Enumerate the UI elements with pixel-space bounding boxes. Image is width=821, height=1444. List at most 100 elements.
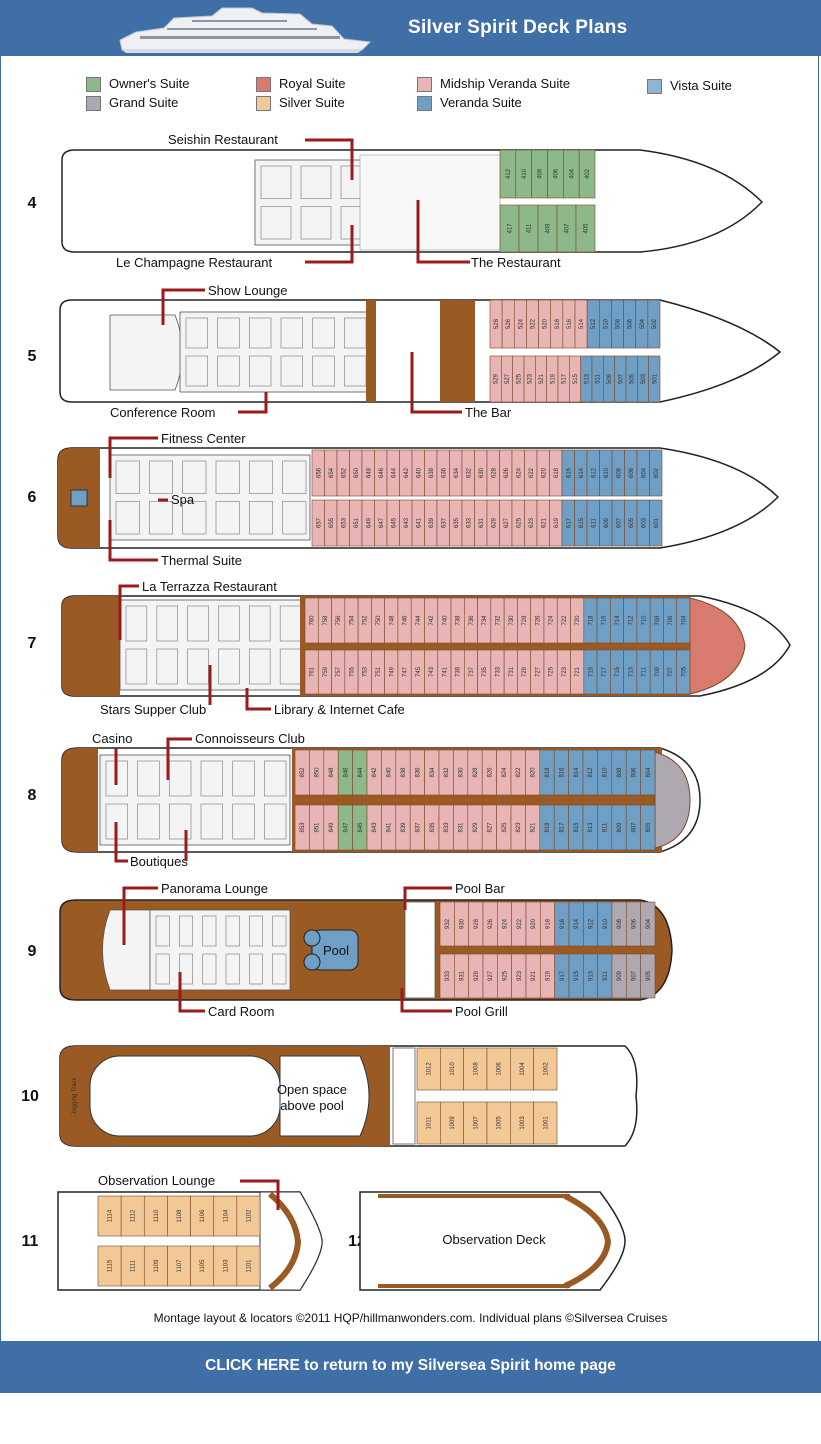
cabin-number: 918	[546, 918, 552, 929]
cabin-number: 521	[539, 373, 545, 384]
pool-label: Pool	[323, 943, 349, 958]
legend-swatch	[86, 96, 101, 111]
cabin-number: 729	[522, 666, 528, 677]
cabin-number: 1011	[427, 1116, 433, 1130]
legend-swatch	[86, 77, 101, 92]
cabin-number: 407	[565, 223, 571, 234]
legend-label: Veranda Suite	[440, 95, 522, 110]
cabin-number: 639	[429, 517, 435, 528]
cabin-number: 810	[603, 767, 609, 778]
cabin-number: 816	[559, 767, 565, 778]
cabin-number: 741	[442, 666, 448, 677]
seishin-leader	[305, 138, 354, 180]
cabin-number: 909	[617, 970, 623, 981]
cabin-number: 749	[389, 666, 395, 677]
legend-label: Royal Suite	[279, 76, 346, 91]
location-the-restaurant: The Restaurant	[471, 255, 561, 270]
cabin-number: 404	[569, 168, 575, 179]
cabin-number: 1101	[246, 1259, 252, 1273]
cabin-number: 706	[668, 615, 674, 626]
location-pool-bar: Pool Bar	[455, 881, 506, 896]
cabin-number: 922	[517, 918, 523, 929]
pool-grill-leader	[400, 988, 452, 1013]
the-bar-leader	[410, 352, 462, 414]
cabin-number: 1108	[177, 1209, 183, 1223]
cabin-number: 1109	[154, 1259, 160, 1273]
cabin-number: 809	[617, 822, 623, 833]
cabin-number: 819	[545, 822, 551, 833]
cabin-number: 846	[343, 767, 349, 778]
cabin-number: 1008	[473, 1062, 479, 1076]
cabin-number: 655	[329, 517, 335, 528]
home-page-link[interactable]: CLICK HERE to return to my Silversea Spi…	[205, 1357, 616, 1374]
cabin-number: 758	[323, 615, 329, 626]
cabin-number: 527	[505, 373, 511, 384]
cabin-number: 920	[531, 918, 537, 929]
deck6-pool-icon	[70, 489, 88, 507]
cabin	[649, 499, 663, 547]
legend-swatch	[256, 77, 271, 92]
location-casino: Casino	[92, 731, 132, 746]
cabin-number: 1115	[108, 1259, 114, 1272]
cabin-number: 627	[504, 517, 510, 528]
cabin-number: 930	[460, 918, 466, 929]
cabin-number: 821	[531, 822, 537, 833]
cabin-number: 1007	[473, 1116, 479, 1130]
cabin-number: 641	[416, 517, 422, 528]
cabin-number: 751	[376, 666, 382, 677]
cabin-number: 753	[363, 666, 369, 677]
cabin-number: 511	[596, 374, 602, 384]
cabin-number: 623	[529, 517, 535, 528]
cabin-number: 711	[642, 667, 648, 677]
legend-swatch	[647, 79, 662, 94]
cabin-number: 642	[404, 467, 410, 478]
cabin-number: 840	[387, 767, 393, 778]
cabin-number: 831	[459, 822, 465, 833]
location-card-room: Card Room	[208, 1004, 274, 1019]
cabin-number: 732	[496, 615, 502, 626]
cabin-number: 759	[323, 666, 329, 677]
deck-number: 11	[22, 1233, 39, 1250]
cabin	[578, 149, 596, 199]
terrazza-leader	[118, 584, 139, 640]
cabin-number: 760	[310, 615, 316, 626]
location-stars-supper-club: Stars Supper Club	[100, 702, 206, 717]
cabin-number: 755	[349, 666, 355, 677]
cabin-number: 620	[541, 467, 547, 478]
cabin-number: 713	[628, 666, 634, 677]
deck-number: 10	[21, 1088, 39, 1105]
cabin-number: 1105	[200, 1259, 206, 1273]
cabin-number: 1114	[108, 1209, 114, 1222]
show-lounge-leader	[161, 288, 205, 325]
deck6-interior	[109, 454, 311, 541]
cabin-number: 1003	[520, 1116, 526, 1130]
footer-bar: CLICK HERE to return to my Silversea Spi…	[0, 1341, 821, 1393]
cabin-number: 519	[550, 373, 556, 384]
the-restaurant-area	[359, 154, 501, 251]
legend-label: Silver Suite	[279, 95, 345, 110]
cabin-number: 728	[522, 615, 528, 626]
boutiques-leader	[114, 822, 128, 863]
cabin-number: 825	[502, 822, 508, 833]
champagne-leader	[305, 225, 354, 264]
cabin-number: 807	[631, 822, 637, 833]
location-connoisseurs-club: Connoisseurs Club	[195, 731, 305, 746]
cabin-number: 406	[553, 168, 559, 179]
cabin-number: 512	[591, 318, 597, 329]
cabin-number: 622	[529, 467, 535, 478]
cabin-number: 845	[358, 822, 364, 833]
cabin-number: 926	[488, 918, 494, 929]
cabin-number: 640	[416, 467, 422, 478]
cabin-number: 605	[629, 517, 635, 528]
cabin-number: 411	[527, 223, 533, 233]
cabin-number: 608	[616, 467, 622, 478]
cabin-number: 508	[616, 318, 622, 329]
deck-number: 5	[28, 348, 37, 365]
location-thermal-suite: Thermal Suite	[161, 553, 242, 568]
location-panorama-lounge: Panorama Lounge	[161, 881, 268, 896]
ship-logo-icon	[119, 7, 372, 53]
